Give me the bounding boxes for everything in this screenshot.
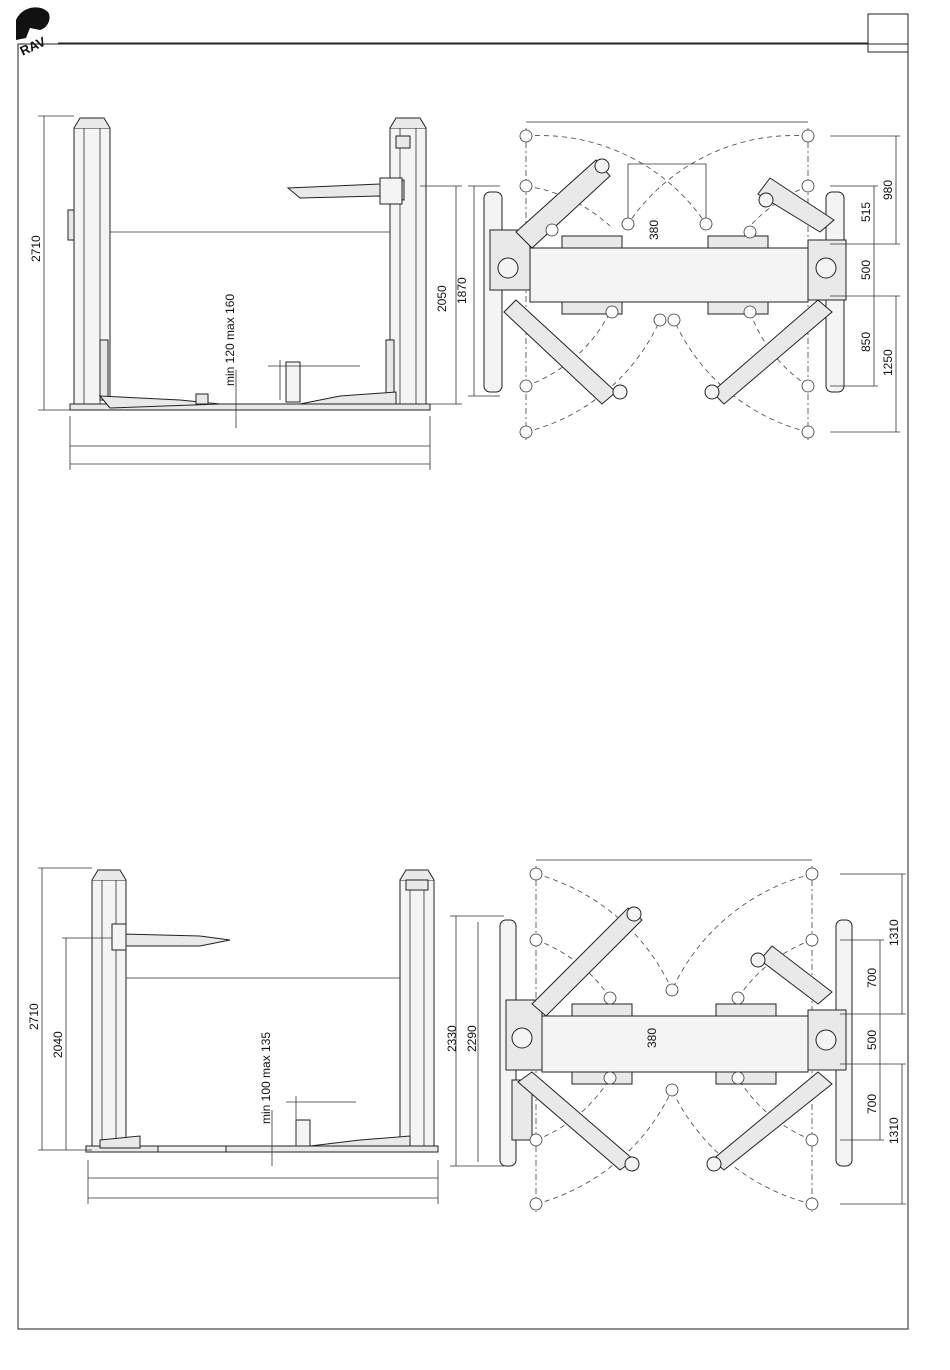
dim-bottom-380: 380 — [645, 1028, 659, 1048]
brand-logo: RAV — [16, 7, 50, 58]
dim-bottom-2710: 2710 — [27, 1003, 41, 1030]
right-column-bottom — [400, 880, 434, 1150]
cross-beam — [530, 248, 808, 302]
dim-bottom-2330: 2330 — [445, 1025, 459, 1052]
dim-top-lift-range: min 120 max 160 — [223, 294, 237, 386]
dim-top-2710: 2710 — [29, 235, 43, 262]
dim-bottom-1310-bottom: 1310 — [887, 1117, 901, 1144]
bottom-side-view — [38, 868, 438, 1204]
dim-top-380: 380 — [647, 220, 661, 240]
dim-top-2050: 2050 — [435, 285, 449, 312]
bottom-plan-view — [450, 860, 906, 1212]
dim-top-980: 980 — [881, 180, 895, 200]
arm-bottom-right — [712, 300, 832, 404]
top-side-view — [38, 116, 462, 470]
arm-top-left — [516, 160, 610, 248]
right-column — [390, 128, 426, 408]
dim-top-1870: 1870 — [455, 277, 469, 304]
cross-beam-bottom — [542, 1016, 808, 1072]
dim-bottom-500: 500 — [865, 1030, 879, 1050]
raised-lift-arm-bottom — [120, 934, 230, 946]
dim-bottom-2040: 2040 — [51, 1031, 65, 1058]
dim-bottom-700-bottom: 700 — [865, 1094, 879, 1114]
left-column-bottom — [92, 880, 126, 1150]
dim-bottom-1310-top: 1310 — [887, 919, 901, 946]
page-border — [18, 44, 908, 1329]
dim-top-515: 515 — [859, 202, 873, 222]
dim-bottom-2290: 2290 — [465, 1025, 479, 1052]
dim-bottom-lift-range: min 100 max 135 — [259, 1032, 273, 1124]
dim-bottom-700-top: 700 — [865, 968, 879, 988]
dim-top-500: 500 — [859, 260, 873, 280]
dim-top-850: 850 — [859, 332, 873, 352]
page-number-box — [868, 14, 908, 52]
dim-top-1250: 1250 — [881, 349, 895, 376]
top-plan-view — [468, 122, 900, 440]
